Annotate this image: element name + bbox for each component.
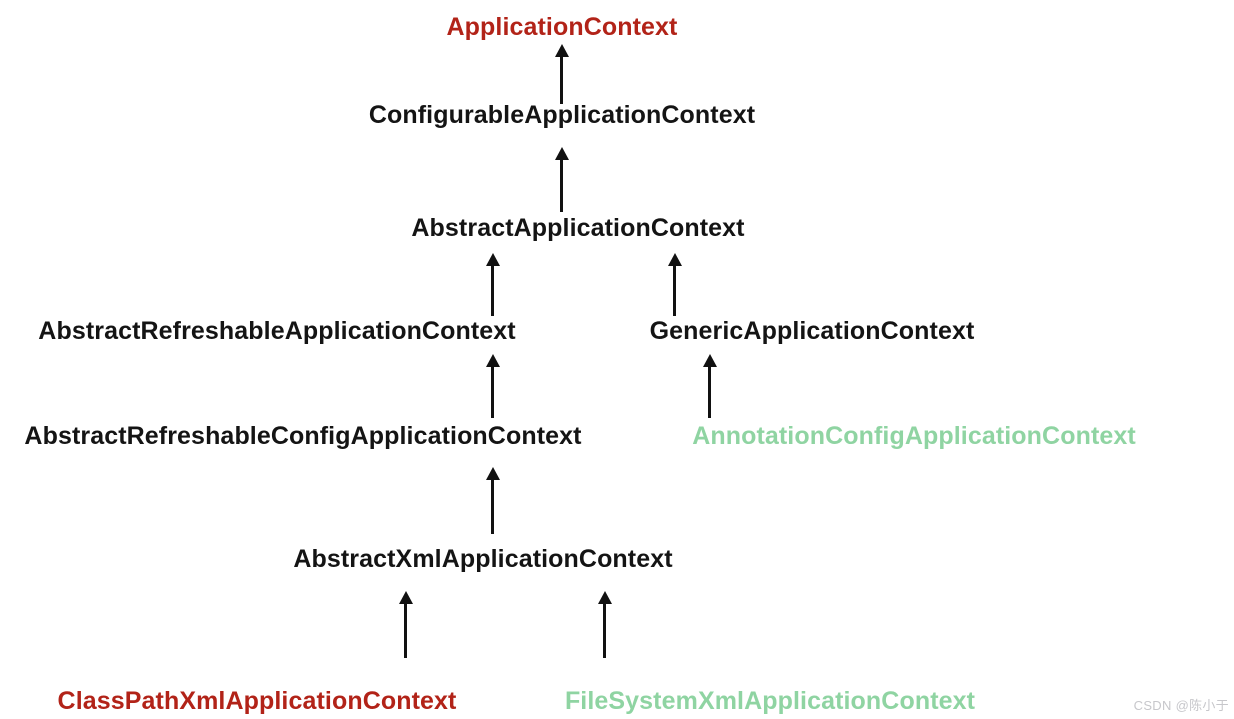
node-generic-application-context: GenericApplicationContext <box>649 317 975 345</box>
watermark: CSDN @陈小于 <box>1133 698 1229 713</box>
node-application-context: ApplicationContext <box>446 13 678 41</box>
node-class-path-xml-application-context: ClassPathXmlApplicationContext <box>57 687 457 715</box>
node-abstract-refreshable-config-application-context: AbstractRefreshableConfigApplicationCont… <box>24 422 582 450</box>
arrow-configurable-to-application <box>554 44 569 104</box>
node-abstract-xml-application-context: AbstractXmlApplicationContext <box>293 545 673 573</box>
arrow-refreshable-config-to-refreshable <box>485 354 500 418</box>
node-abstract-application-context: AbstractApplicationContext <box>411 214 745 242</box>
arrow-class-path-xml-to-abstract-xml <box>398 591 413 658</box>
node-annotation-config-application-context: AnnotationConfigApplicationContext <box>692 422 1136 450</box>
arrow-abstract-to-configurable <box>554 147 569 212</box>
arrow-file-system-xml-to-abstract-xml <box>597 591 612 658</box>
node-configurable-application-context: ConfigurableApplicationContext <box>368 101 756 129</box>
node-abstract-refreshable-application-context: AbstractRefreshableApplicationContext <box>38 317 516 345</box>
arrow-generic-to-abstract <box>667 253 682 316</box>
arrow-abstract-xml-to-refreshable-config <box>485 467 500 534</box>
arrow-annotation-config-to-generic <box>702 354 717 418</box>
node-file-system-xml-application-context: FileSystemXmlApplicationContext <box>564 687 976 715</box>
arrow-abstract-refreshable-to-abstract <box>485 253 500 316</box>
